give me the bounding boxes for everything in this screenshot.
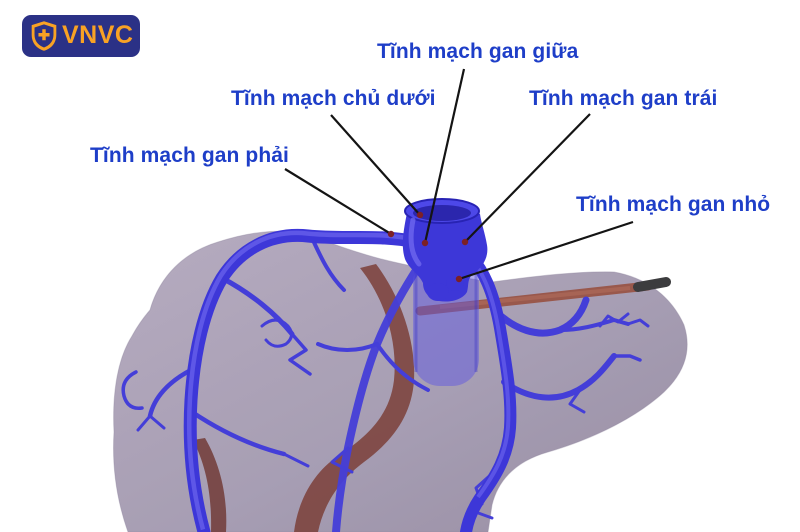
marker-left-hepatic (461, 238, 469, 246)
middle-hepatic-vein (316, 254, 430, 532)
shield-cross-icon (31, 21, 57, 51)
leader-vena-cava (330, 114, 421, 216)
leader-right-hepatic (284, 168, 392, 235)
marker-small-hepatic (455, 275, 463, 283)
label-inferior-vena-cava: Tĩnh mạch chủ dưới (231, 87, 436, 110)
vnvc-logo: VNVC (22, 15, 140, 57)
left-lobe-branches (121, 236, 346, 468)
label-middle-hepatic-vein: Tĩnh mạch gan giữa (377, 40, 579, 63)
right-hepatic-vein-highlight (186, 230, 416, 531)
portal-vessel-small (193, 438, 227, 532)
leader-left-hepatic (464, 113, 591, 243)
vena-cava-highlight (408, 217, 422, 267)
leader-lines (284, 68, 634, 281)
vena-cava-tube-edges (414, 262, 478, 372)
marker-right-hepatic (387, 230, 395, 238)
label-small-hepatic-vein: Tĩnh mạch gan nhỏ (576, 193, 771, 216)
rod-tip (633, 277, 671, 292)
right-lobe-branches (468, 296, 650, 520)
vena-cava-lumen (413, 205, 471, 221)
surgical-rod-highlight (439, 286, 631, 309)
marker-vena-cava (416, 211, 424, 219)
marker-middle-hepatic (421, 239, 429, 247)
leader-small-hepatic (458, 220, 634, 281)
label-right-hepatic-vein: Tĩnh mạch gan phải (90, 144, 289, 167)
left-hepatic-vein-highlight (462, 249, 511, 499)
portal-vessel (294, 264, 415, 532)
vena-cava-pouch (427, 283, 449, 301)
leader-middle-hepatic (423, 68, 466, 244)
label-left-hepatic-vein: Tĩnh mạch gan trái (529, 87, 718, 110)
marker-dots (387, 211, 469, 283)
logo-text: VNVC (62, 20, 134, 49)
